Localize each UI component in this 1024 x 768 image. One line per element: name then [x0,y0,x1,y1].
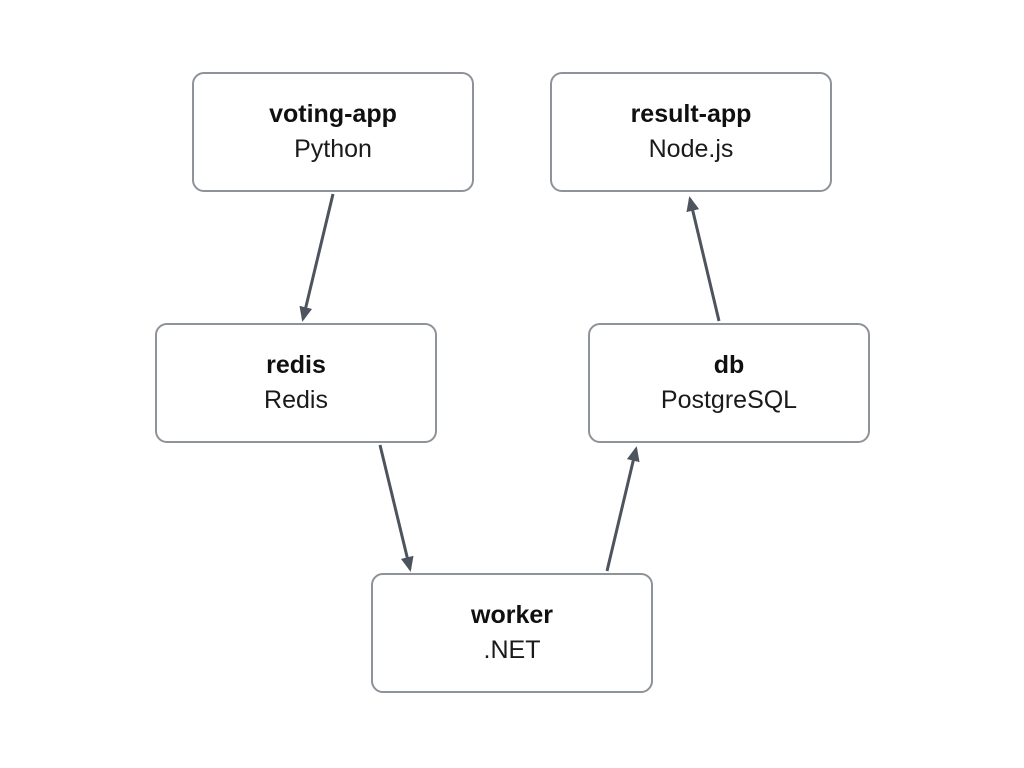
node-db: db PostgreSQL [588,323,870,443]
node-voting-app-title: voting-app [269,100,397,128]
edge-db-to-result-app [686,196,721,322]
edge-voting-app-to-redis [299,193,335,322]
node-redis: redis Redis [155,323,437,443]
node-db-title: db [713,351,745,379]
node-voting-app-subtitle: Python [294,135,372,163]
node-result-app-title: result-app [630,100,752,128]
node-result-app: result-app Node.js [550,72,832,192]
node-redis-title: redis [266,351,326,379]
edge-redis-to-worker [378,444,414,572]
node-voting-app: voting-app Python [192,72,474,192]
edge-worker-to-db [605,446,640,572]
node-worker-title: worker [471,601,553,629]
node-worker-subtitle: .NET [483,636,541,664]
node-worker: worker .NET [371,573,653,693]
node-result-app-subtitle: Node.js [648,135,734,163]
node-db-subtitle: PostgreSQL [660,386,798,414]
node-redis-subtitle: Redis [264,386,328,414]
